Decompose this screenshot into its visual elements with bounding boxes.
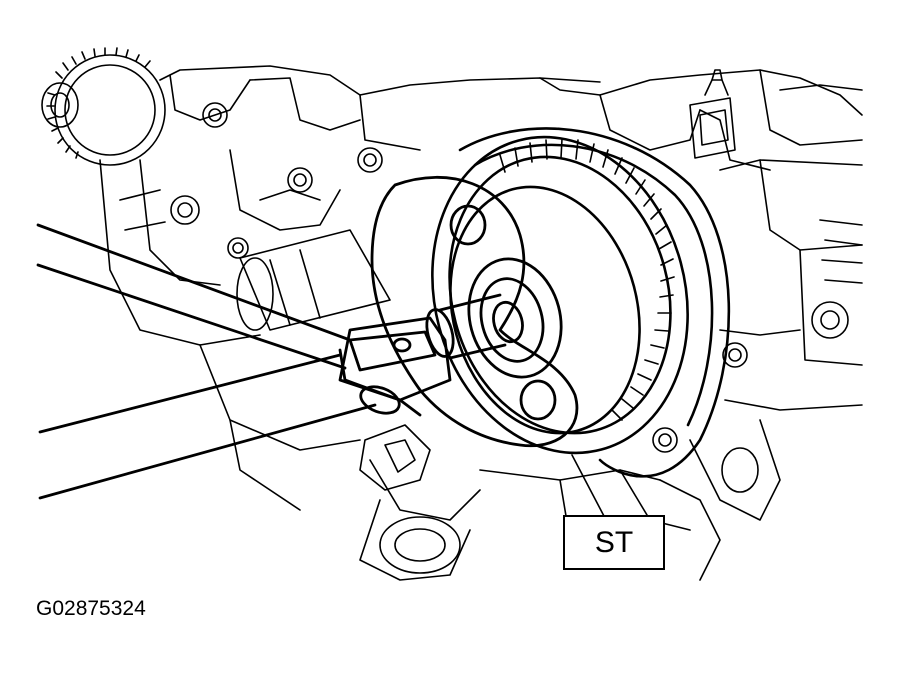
left-timing-gear	[46, 47, 166, 166]
special-tool-holder	[338, 176, 579, 448]
special-tool-callout-box: ST	[563, 515, 665, 570]
special-tool-callout-label: ST	[594, 525, 634, 559]
sensor-connector	[689, 69, 736, 159]
bolt-heads	[170, 102, 748, 453]
figure-id-label: G02875324	[36, 597, 146, 620]
cylindrical-boss	[236, 229, 391, 331]
camshaft-sprocket	[431, 127, 731, 478]
callout-leader-line	[571, 454, 606, 519]
sprocket-teeth	[499, 138, 675, 421]
tool-handle-bars	[36, 223, 377, 500]
